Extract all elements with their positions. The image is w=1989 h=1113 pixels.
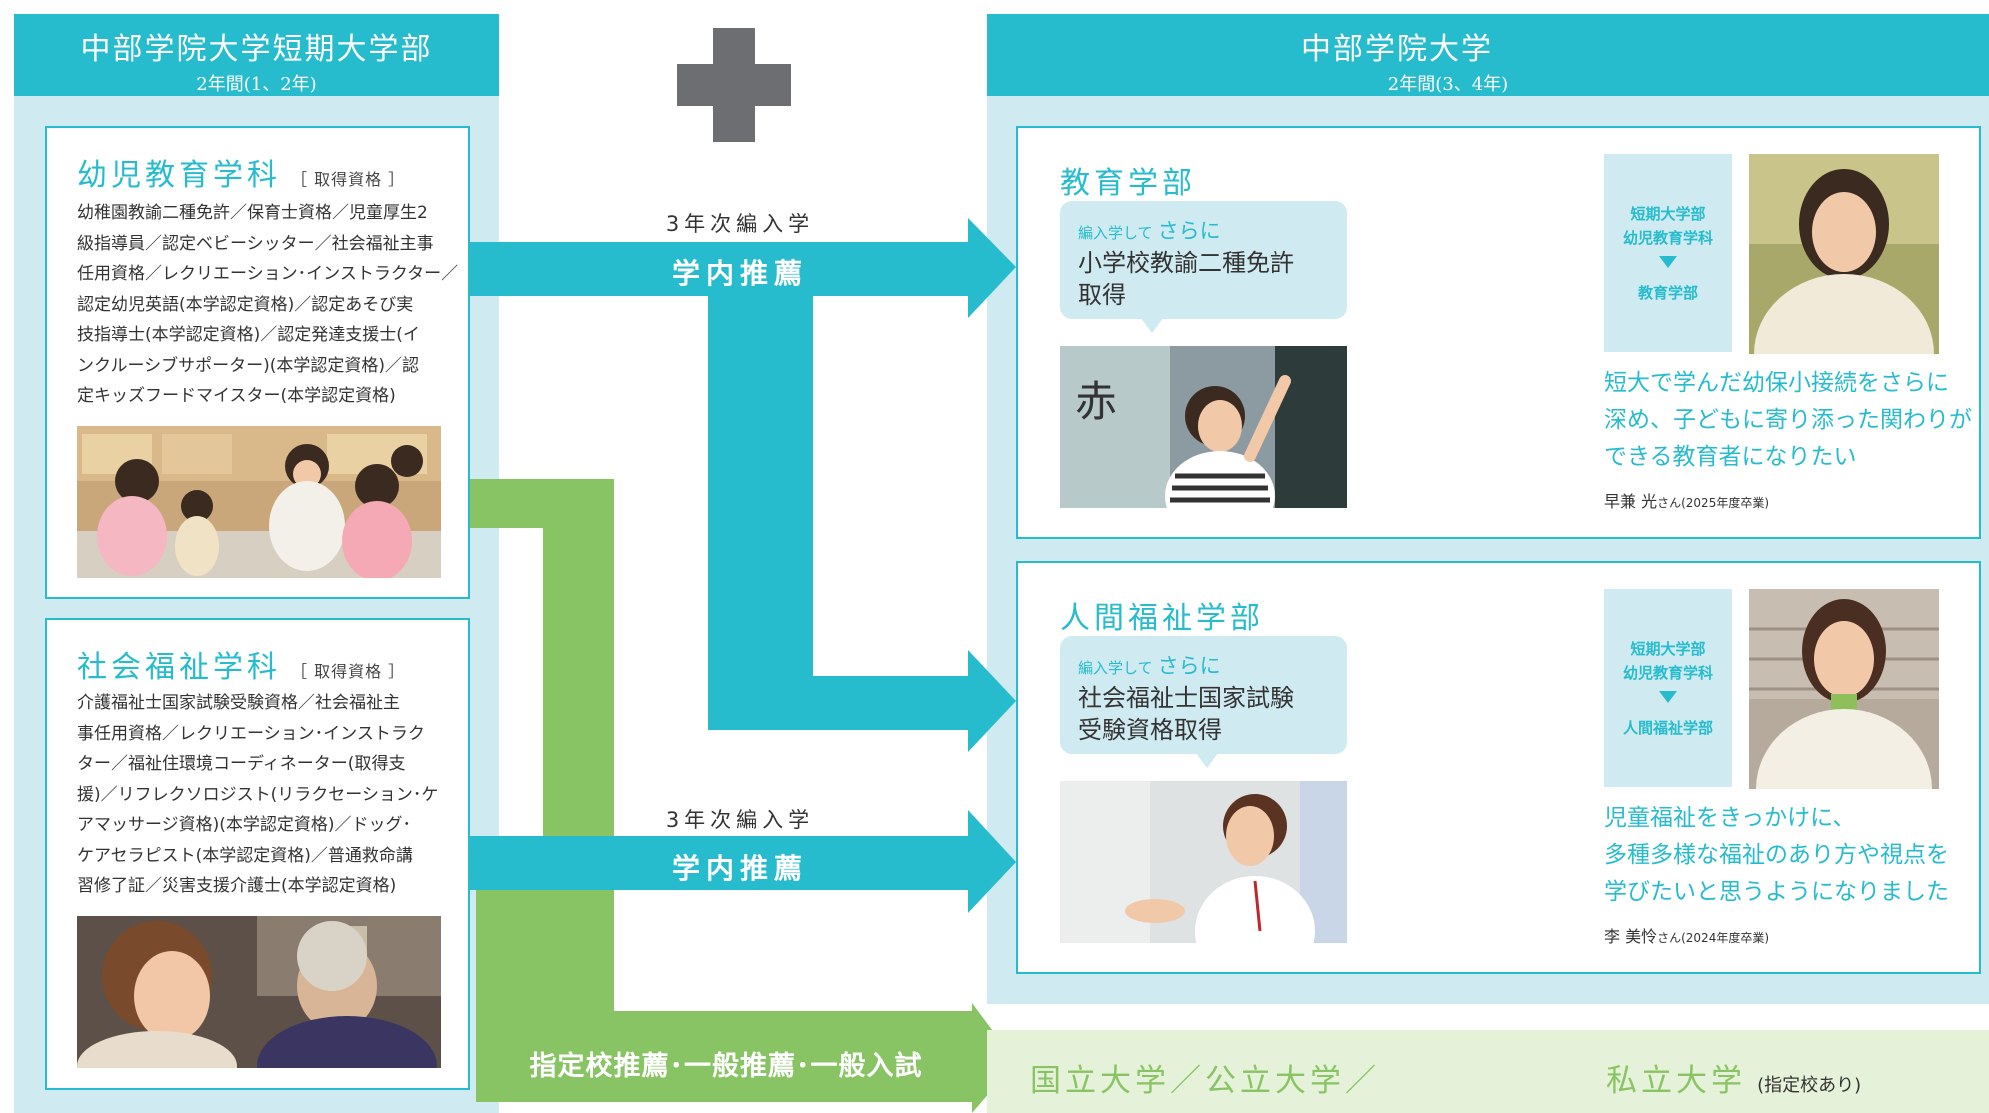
- student-quote: 短大で学んだ幼保小接続をさらに 深め、子どもに寄り添った関わりが できる教育者に…: [1604, 370, 1972, 470]
- caregiver-elderly-photo: [77, 916, 441, 1068]
- faculty-human-welfare-title: 人間福祉学部: [1060, 601, 1264, 636]
- arrow-text-recommendation: 学内推薦: [671, 257, 808, 290]
- student-name: 早兼 光さん(2025年度卒業): [1604, 492, 1770, 511]
- bubble-main-text: 受験資格取得: [1078, 716, 1222, 744]
- qualification-list: 幼稚園教諭二種免許／保育士資格／児童厚生2 級指導員／認定ベビーシッター／社会福…: [77, 203, 459, 406]
- teal-arrow-2: [470, 810, 1016, 913]
- arrow-label-transfer: 3年次編入学: [665, 808, 815, 832]
- student-name: 李 美怜さん(2024年度卒業): [1604, 927, 1770, 946]
- junior-college-title: 中部学院大学短期大学部: [80, 32, 433, 67]
- dept-social-welfare-card: 社会福祉学科 ［ 取得資格 ］ 介護福祉士国家試験受験資格／社会福祉主 事任用資格…: [45, 618, 470, 1090]
- student-portrait-photo: [1749, 154, 1939, 354]
- triangle-down-icon: [1659, 256, 1677, 268]
- counselor-photo: [1060, 781, 1347, 943]
- bubble-main-text: 小学校教諭二種免許: [1078, 249, 1294, 277]
- university-header: 中部学院大学 2年間(3、4年): [987, 14, 1989, 96]
- svg-text:赤: 赤: [1075, 377, 1117, 426]
- university-title: 中部学院大学: [1301, 32, 1493, 67]
- arrow-label-transfer: 3年次編入学: [665, 212, 815, 236]
- student-portrait-photo: [1749, 589, 1939, 789]
- speech-bubble: 編入学して さらに 社会福祉士国家試験 受験資格取得: [1060, 636, 1347, 768]
- children-classroom-photo: [77, 426, 441, 578]
- bubble-main-text: 社会福祉士国家試験: [1078, 684, 1294, 712]
- dept-early-childhood-card: 幼児教育学科 ［ 取得資格 ］ 幼稚園教諭二種免許／保育士資格／児童厚生2 級指導…: [45, 126, 470, 599]
- transfer-path-tag: 短期大学部 幼児教育学科 教育学部: [1604, 154, 1732, 352]
- speech-bubble: 編入学して さらに 小学校教諭二種免許 取得: [1060, 201, 1347, 333]
- qualification-label: ［ 取得資格 ］: [291, 662, 406, 681]
- teacher-classroom-photo: 赤: [1060, 346, 1347, 508]
- dept-early-childhood-title: 幼児教育学科: [77, 158, 281, 193]
- faculty-education-title: 教育学部: [1060, 166, 1196, 201]
- faculty-education-card: 教育学部 編入学して さらに 小学校教諭二種免許 取得 赤 短期大学部 幼児教育…: [1016, 126, 1981, 539]
- student-quote: 児童福祉をきっかけに、 多種多様な福祉のあり方や視点を 学びたいと思うようになり…: [1604, 805, 1949, 905]
- national-public-universities: 国立大学／公立大学／: [1030, 1063, 1380, 1099]
- plus-icon: [677, 28, 791, 142]
- other-universities-panel: [987, 1030, 1989, 1113]
- teal-arrow-1: [470, 218, 1016, 318]
- junior-college-subtitle: 2年間(1、2年): [196, 74, 317, 95]
- faculty-human-welfare-card: 人間福祉学部 編入学して さらに 社会福祉士国家試験 受験資格取得 短期大学部 …: [1016, 561, 1981, 974]
- qualification-list: 介護福祉士国家試験受験資格／社会福祉主 事任用資格／レクリエーション･インストラ…: [77, 693, 439, 896]
- green-arrow-text: 指定校推薦･一般推薦･一般入試: [529, 1051, 923, 1082]
- private-universities: 私立大学 (指定校あり): [1606, 1063, 1862, 1099]
- arrow-text-recommendation: 学内推薦: [671, 852, 808, 885]
- dept-social-welfare-title: 社会福祉学科: [77, 650, 281, 685]
- teal-arrow-bend: [708, 296, 1016, 752]
- bubble-main-text: 取得: [1078, 281, 1126, 309]
- triangle-down-icon: [1659, 691, 1677, 703]
- university-subtitle: 2年間(3、4年): [1387, 74, 1509, 95]
- green-arrow: [470, 479, 1016, 1113]
- junior-college-header: 中部学院大学短期大学部 2年間(1、2年): [14, 14, 499, 96]
- qualification-label: ［ 取得資格 ］: [291, 170, 406, 189]
- transfer-path-tag: 短期大学部 幼児教育学科 人間福祉学部: [1604, 589, 1732, 787]
